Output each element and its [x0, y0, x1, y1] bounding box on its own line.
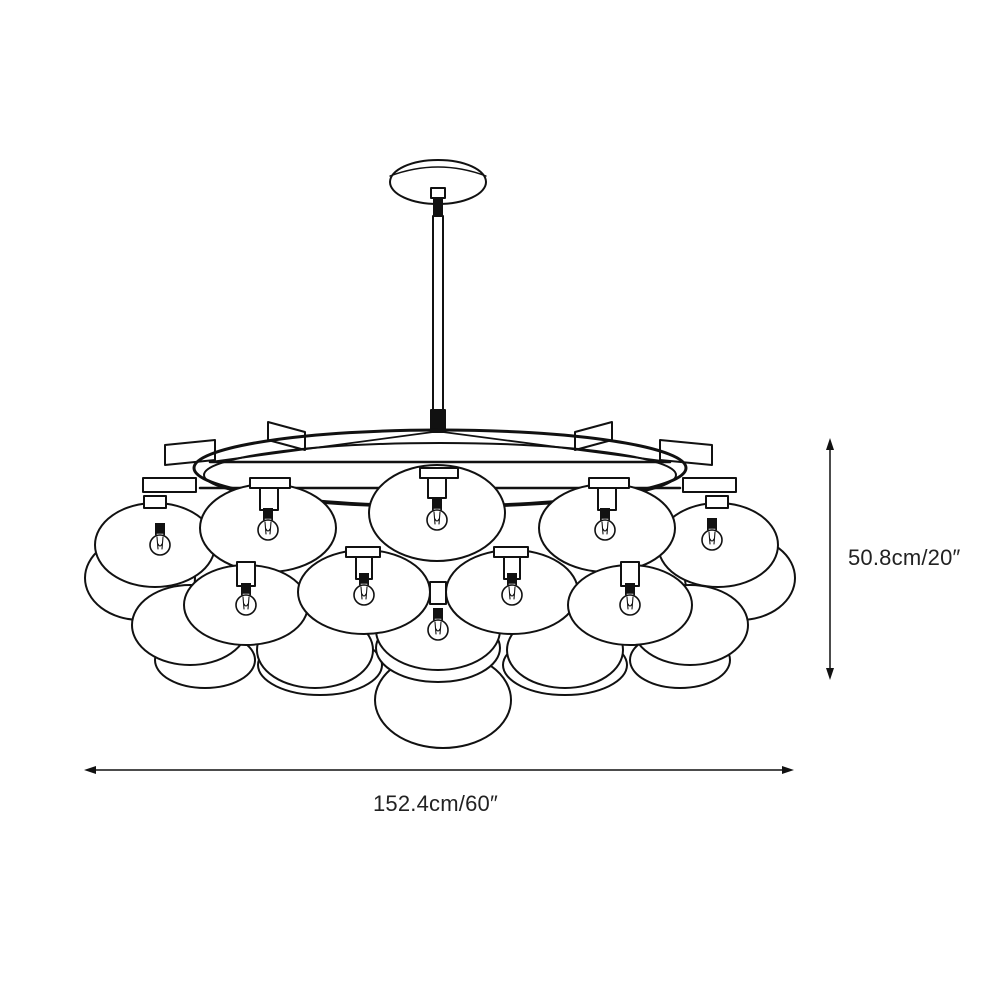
ceiling-canopy [389, 159, 487, 217]
height-dimension-label: 50.8cm/20″ [848, 545, 961, 570]
shade-row-top [199, 464, 676, 573]
shade-row-front [183, 546, 693, 671]
width-dimension-label: 152.4cm/60″ [373, 791, 498, 816]
suspension-rod [430, 215, 446, 433]
shade-row-middle [94, 495, 779, 588]
dimension-width-arrow [84, 766, 794, 774]
dimension-height-arrow [826, 438, 834, 680]
